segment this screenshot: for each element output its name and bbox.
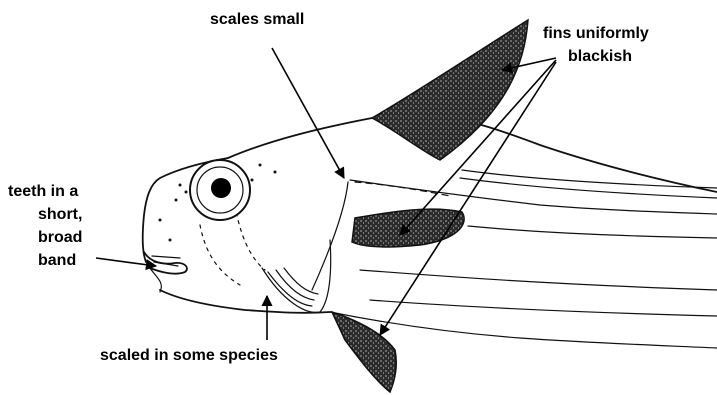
fish-eye (190, 160, 250, 220)
label-teeth-line3: broad (38, 229, 82, 246)
fish-mouth (144, 252, 187, 292)
dorsal-fin (372, 20, 528, 160)
pectoral-fin (352, 209, 464, 247)
teeth-pointer (96, 258, 156, 266)
scales-pointer (272, 48, 344, 178)
label-teeth-line2: short, (38, 206, 82, 223)
label-teeth-line1: teeth in a (8, 183, 78, 200)
label-scaled-some-species: scaled in some species (100, 347, 278, 364)
label-teeth-line4: band (38, 252, 76, 269)
label-fins-line2: blackish (568, 48, 632, 65)
label-fins-line1: fins uniformly (543, 25, 649, 42)
label-scales-small: scales small (210, 11, 304, 28)
